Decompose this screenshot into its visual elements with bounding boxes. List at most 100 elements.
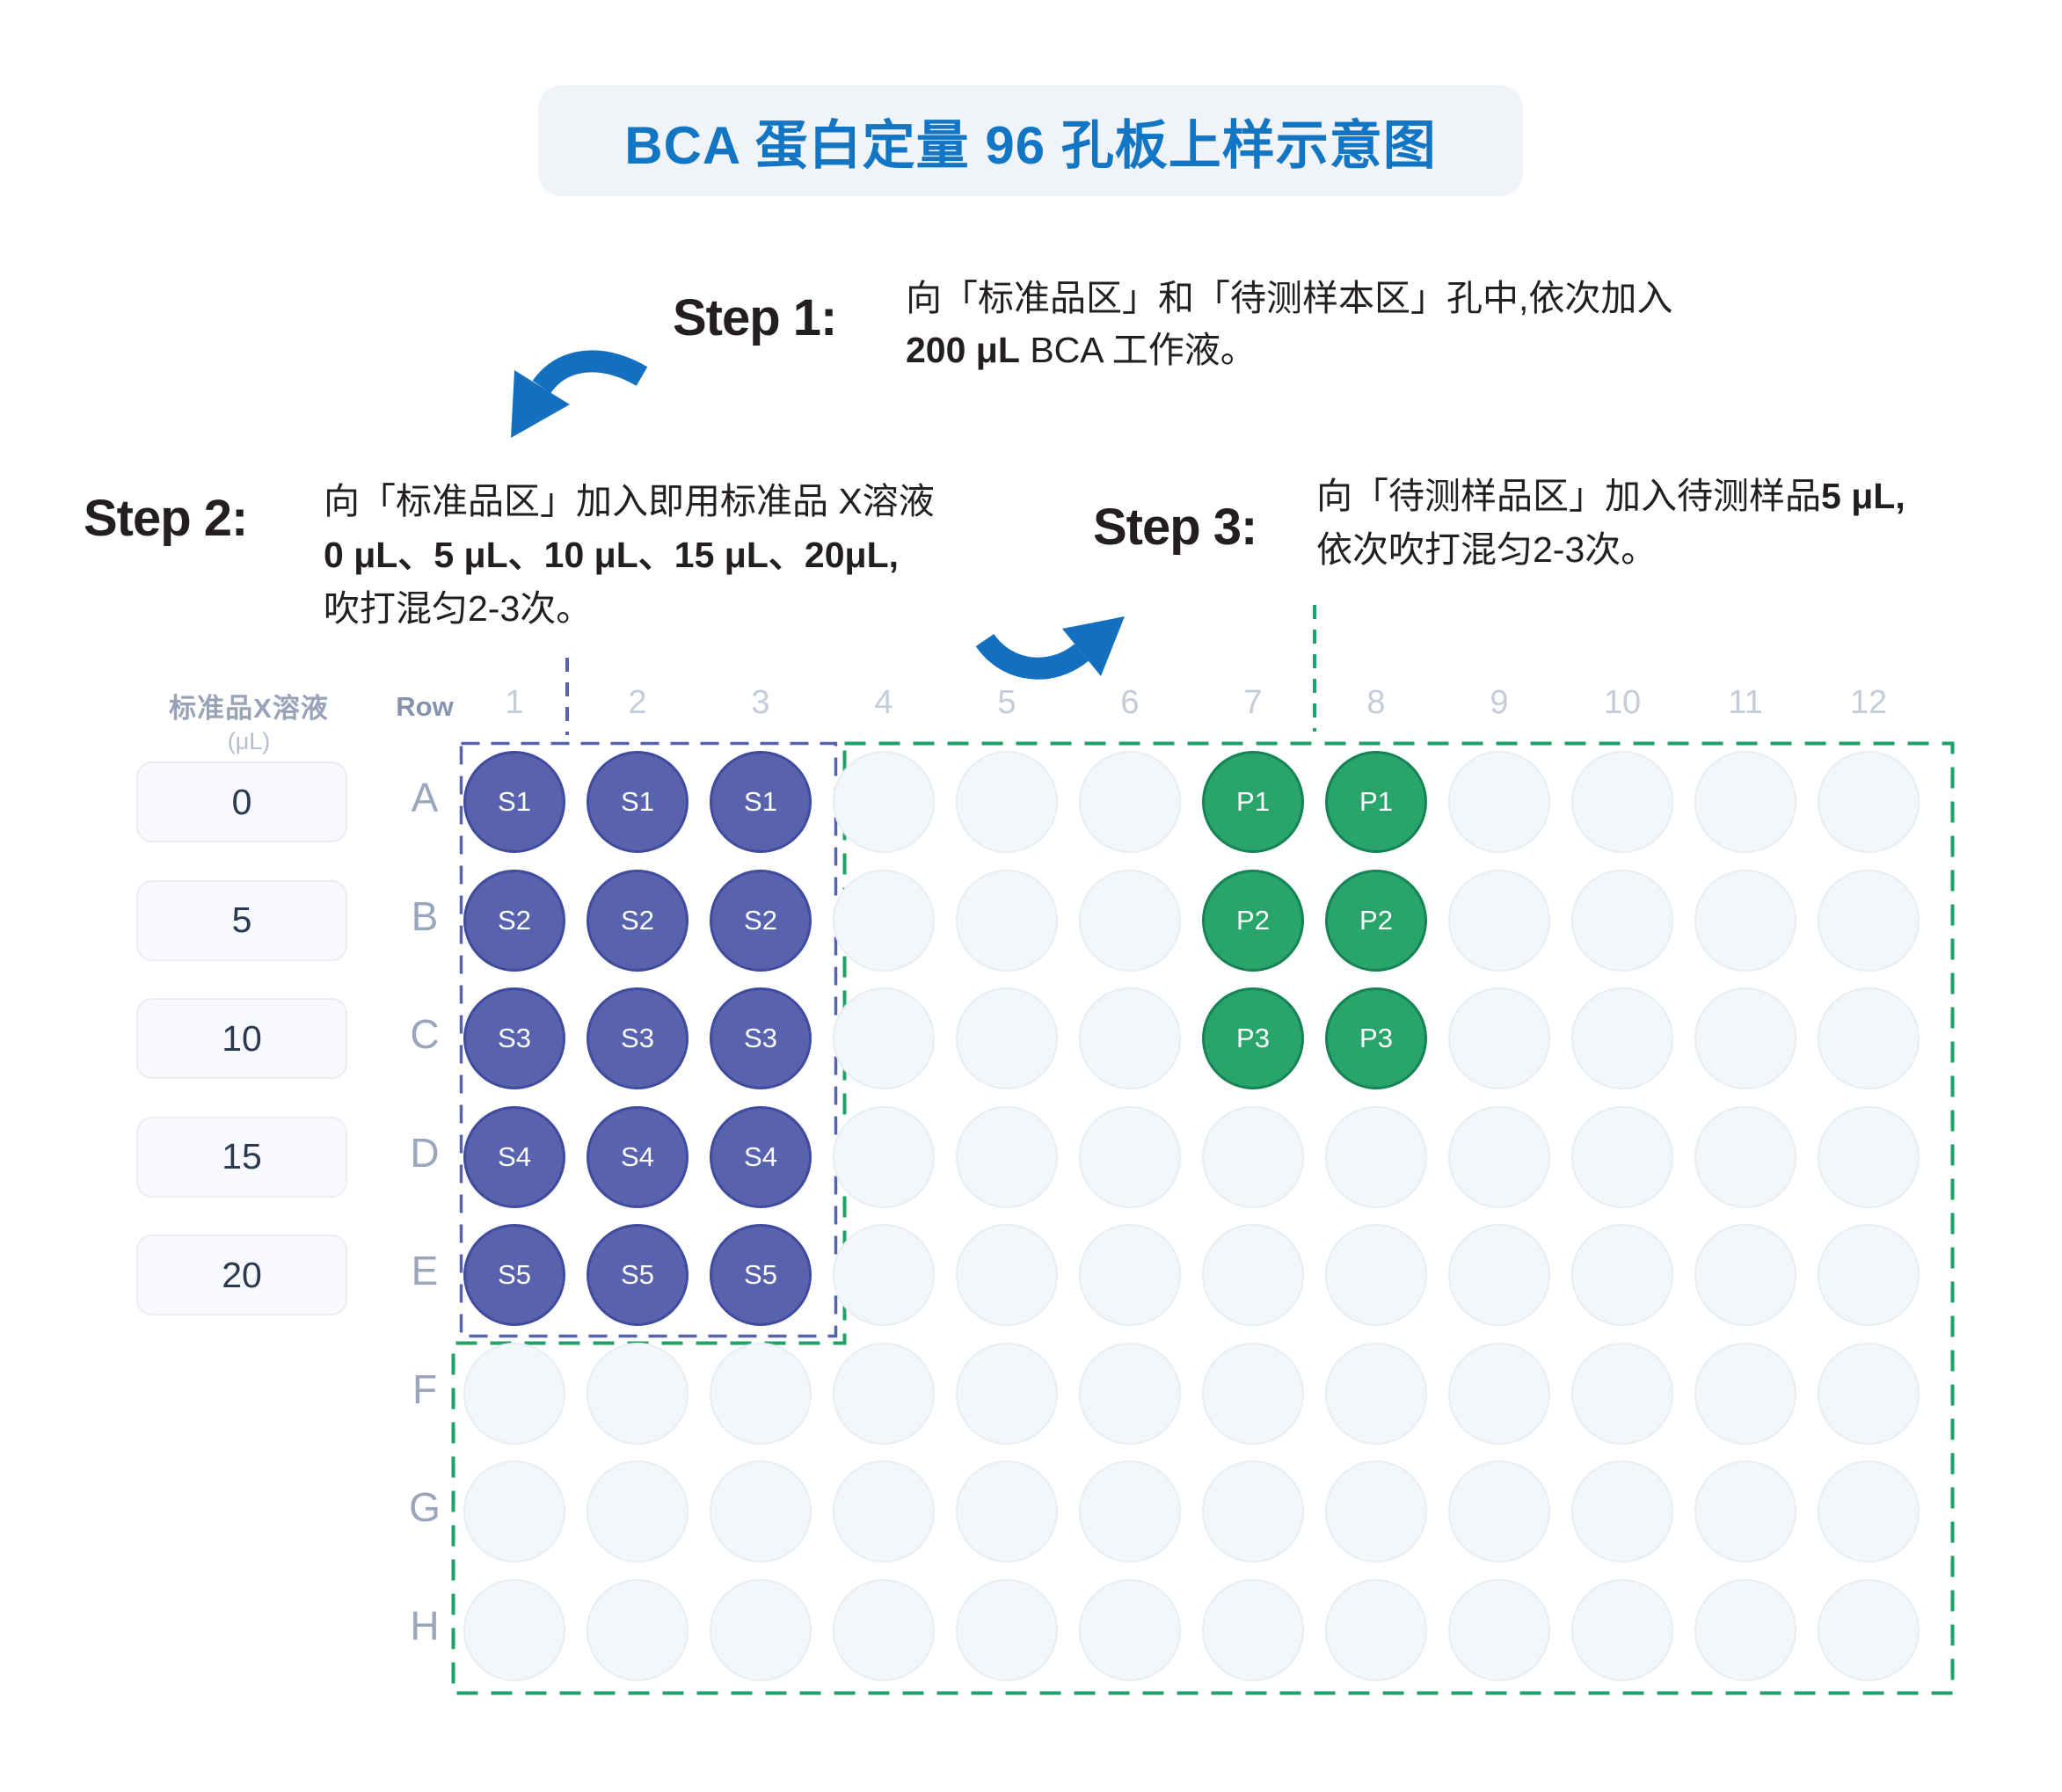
sidebar-value-20: 20	[136, 1235, 347, 1315]
row-label-D: D	[410, 1129, 440, 1176]
step2-to-step3-arrow-icon	[975, 616, 1125, 680]
well-B3: S2	[710, 869, 812, 972]
well-E5	[956, 1224, 1058, 1326]
well-F5	[956, 1342, 1058, 1445]
column-label-9: 9	[1490, 684, 1509, 721]
well-D11	[1694, 1105, 1796, 1208]
step3-line1: 向「待测样品区」加入待测样品5 μL,	[1316, 470, 1905, 523]
well-E6	[1079, 1224, 1181, 1326]
well-C10	[1571, 987, 1673, 1089]
well-B8: P2	[1325, 869, 1427, 972]
well-G8	[1325, 1461, 1427, 1563]
column-label-12: 12	[1849, 684, 1888, 721]
well-F7	[1202, 1342, 1304, 1445]
well-F9	[1448, 1342, 1550, 1445]
well-C12	[1818, 987, 1920, 1089]
well-F4	[833, 1342, 935, 1445]
well-E10	[1571, 1224, 1673, 1326]
step1-line2-bold: 200 μL	[906, 330, 1020, 370]
well-D8	[1325, 1105, 1427, 1208]
well-E11	[1694, 1224, 1796, 1326]
well-E3: S5	[710, 1224, 812, 1326]
row-label-C: C	[410, 1011, 440, 1057]
row-label-E: E	[411, 1248, 439, 1293]
well-A8: P1	[1325, 751, 1427, 853]
well-B7: P2	[1202, 869, 1304, 972]
well-H1	[463, 1578, 565, 1681]
well-A10	[1571, 751, 1673, 853]
well-G1	[463, 1461, 565, 1563]
step2-line2: 0 μL、5 μL、10 μL、15 μL、20μL,	[324, 535, 900, 575]
sidebar-header-unit: (μL)	[227, 728, 271, 754]
well-D10	[1571, 1105, 1673, 1208]
well-B1: S2	[463, 869, 565, 972]
well-F1	[463, 1342, 565, 1445]
well-F6	[1079, 1342, 1181, 1445]
sidebar-header: 标准品X溶液 (μL)	[104, 686, 394, 755]
well-G5	[956, 1461, 1058, 1563]
column-label-11: 11	[1728, 684, 1763, 721]
sidebar-header-title: 标准品X溶液	[169, 693, 329, 724]
well-D1: S4	[463, 1105, 565, 1208]
column-label-10: 10	[1603, 684, 1642, 721]
well-F10	[1571, 1342, 1673, 1445]
well-H9	[1448, 1578, 1550, 1681]
well-E4	[833, 1224, 935, 1326]
well-C9	[1448, 987, 1550, 1089]
step3-line2: 依次吹打混匀2-3次。	[1316, 529, 1658, 570]
column-label-3: 3	[751, 684, 770, 721]
well-B9	[1448, 869, 1550, 972]
well-C3: S3	[710, 987, 812, 1089]
column-label-5: 5	[997, 684, 1016, 721]
well-A9	[1448, 751, 1550, 853]
row-label-G: G	[409, 1484, 441, 1530]
well-G12	[1818, 1461, 1920, 1563]
well-C11	[1694, 987, 1796, 1089]
well-B5	[956, 869, 1058, 972]
well-D12	[1818, 1105, 1920, 1208]
step1-line1: 向「标准品区」和「待测样本区」孔中,依次加入	[906, 278, 1673, 318]
well-A3: S1	[710, 751, 812, 853]
well-D5	[956, 1105, 1058, 1208]
well-A6	[1079, 751, 1181, 853]
page-title: BCA 蛋白定量 96 孔板上样示意图	[624, 115, 1437, 175]
well-A11	[1694, 751, 1796, 853]
step2-label: Step 2:	[84, 490, 248, 547]
well-H7	[1202, 1578, 1304, 1681]
well-B2: S2	[587, 869, 689, 972]
row-label-H: H	[410, 1602, 440, 1649]
well-G9	[1448, 1461, 1550, 1563]
well-C5	[956, 987, 1058, 1089]
column-label-8: 8	[1366, 684, 1386, 721]
well-D7	[1202, 1105, 1304, 1208]
well-C7: P3	[1202, 987, 1304, 1089]
well-G4	[833, 1461, 935, 1563]
well-H12	[1818, 1578, 1920, 1681]
row-label-F: F	[412, 1366, 438, 1412]
well-G10	[1571, 1461, 1673, 1563]
well-C8: P3	[1325, 987, 1427, 1089]
well-A12	[1818, 751, 1920, 853]
step3-label: Step 3:	[1093, 499, 1257, 556]
sidebar-value-15: 15	[136, 1116, 347, 1198]
well-C2: S3	[587, 987, 689, 1089]
column-label-2: 2	[628, 684, 647, 721]
well-B11	[1694, 869, 1796, 972]
well-H3	[710, 1578, 812, 1681]
well-B6	[1079, 869, 1181, 972]
column-label-4: 4	[874, 684, 893, 721]
well-G11	[1694, 1461, 1796, 1563]
well-H2	[587, 1578, 689, 1681]
sidebar-value-0: 0	[136, 761, 347, 842]
title-box: BCA 蛋白定量 96 孔板上样示意图	[538, 85, 1523, 196]
step1-text: 向「标准品区」和「待测样本区」孔中,依次加入 200 μL BCA 工作液。	[906, 273, 1672, 376]
well-D2: S4	[587, 1105, 689, 1208]
well-B10	[1571, 869, 1673, 972]
well-E9	[1448, 1224, 1550, 1326]
well-H8	[1325, 1578, 1427, 1681]
column-label-1: 1	[505, 684, 524, 721]
well-H11	[1694, 1578, 1796, 1681]
well-A7: P1	[1202, 751, 1304, 853]
row-label-B: B	[411, 892, 439, 939]
